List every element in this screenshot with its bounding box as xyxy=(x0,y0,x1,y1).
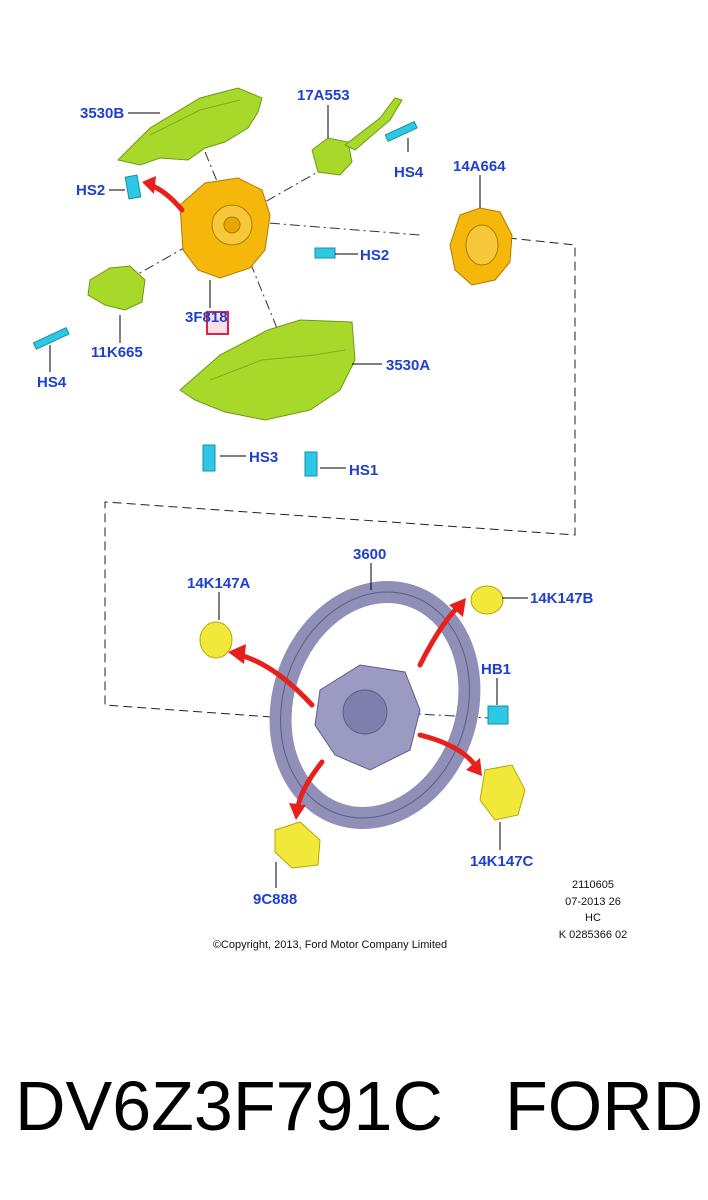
callout-3600: 3600 xyxy=(353,546,386,563)
clockspring-housing-part xyxy=(179,177,271,279)
callout-9C888: 9C888 xyxy=(253,891,297,908)
wiper-switch-part xyxy=(311,97,403,176)
drawing-info: 2110605 07-2013 26 HC K 0285366 02 xyxy=(559,879,628,941)
callout-hs2-left: HS2 xyxy=(76,182,105,199)
red-arrows xyxy=(142,176,482,820)
callout-labels: 3530B 17A553 HS4 HS2 14A664 HS2 3F818 11… xyxy=(37,87,594,908)
upper-shroud-part xyxy=(117,87,263,166)
drawing-info-line2: 07-2013 26 xyxy=(565,896,621,908)
callout-11K665: 11K665 xyxy=(91,344,143,361)
lower-shroud-part xyxy=(179,319,356,421)
callout-14K147B: 14K147B xyxy=(530,590,594,607)
callout-3530A: 3530A xyxy=(386,357,430,374)
fasteners xyxy=(32,120,509,725)
callout-3530B: 3530B xyxy=(80,105,124,122)
callout-hs1: HS1 xyxy=(349,462,378,479)
copyright-text: ©Copyright, 2013, Ford Motor Company Lim… xyxy=(213,939,447,951)
drawing-info-line3: HC xyxy=(585,912,601,924)
callout-hs3: HS3 xyxy=(249,449,278,466)
highlight-box xyxy=(206,311,229,335)
callout-hs4-left: HS4 xyxy=(37,374,67,391)
callout-17A553: 17A553 xyxy=(297,87,350,104)
callout-3F818: 3F818 xyxy=(185,309,228,326)
steering-wheel-part xyxy=(269,580,481,830)
brand-name: FORD xyxy=(505,1067,703,1145)
callout-hs4-top: HS4 xyxy=(394,164,424,181)
part-number: DV6Z3F791C xyxy=(15,1067,443,1145)
drawing-info-line4: K 0285366 02 xyxy=(559,929,628,941)
callout-hs2-mid: HS2 xyxy=(360,247,389,264)
callout-14K147C: 14K147C xyxy=(470,853,534,870)
clockspring-part xyxy=(449,207,513,286)
callout-14K147A: 14K147A xyxy=(187,575,251,592)
callout-hb1: HB1 xyxy=(481,661,511,678)
drawing-info-line1: 2110605 xyxy=(572,879,614,891)
wheel-switches xyxy=(199,585,526,869)
callout-14A664: 14A664 xyxy=(453,158,506,175)
light-switch-part xyxy=(87,265,146,311)
leader-lines xyxy=(49,105,528,888)
